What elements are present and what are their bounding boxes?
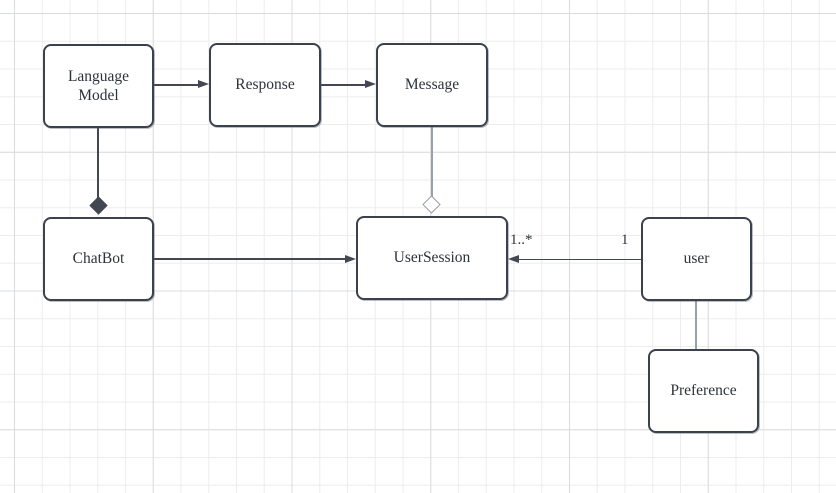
node-label: Preference	[670, 382, 737, 400]
arrowhead-icon	[364, 80, 376, 89]
multiplicity-label-target: 1..*	[510, 232, 533, 248]
node-label: Response	[235, 76, 295, 94]
edge-response-message[interactable]	[321, 84, 366, 86]
edge-language-model-response[interactable]	[154, 84, 199, 86]
aggregation-diamond-icon	[422, 194, 441, 214]
arrowhead-icon	[508, 254, 519, 263]
edge-chatbot-usersession[interactable]	[154, 258, 346, 260]
node-label: Language Model	[67, 67, 130, 104]
node-user[interactable]: user	[641, 217, 752, 301]
node-usersession[interactable]: UserSession	[356, 216, 508, 300]
edge-language-model-chatbot[interactable]	[97, 128, 99, 199]
node-label: UserSession	[393, 249, 471, 267]
node-message[interactable]: Message	[376, 43, 488, 127]
composition-diamond-icon	[88, 196, 108, 215]
edge-user-preference[interactable]	[695, 301, 697, 349]
node-language-model[interactable]: Language Model	[43, 44, 154, 128]
node-chatbot[interactable]: ChatBot	[43, 217, 154, 301]
arrowhead-icon	[344, 254, 356, 263]
edge-message-usersession[interactable]	[431, 127, 433, 197]
arrowhead-icon	[197, 80, 209, 89]
node-preference[interactable]: Preference	[648, 349, 759, 433]
node-label: ChatBot	[72, 250, 125, 268]
node-response[interactable]: Response	[209, 43, 321, 127]
node-label: Message	[404, 76, 460, 94]
multiplicity-label-source: 1	[621, 232, 629, 248]
edge-user-usersession[interactable]	[518, 258, 641, 261]
node-label: user	[683, 250, 710, 268]
